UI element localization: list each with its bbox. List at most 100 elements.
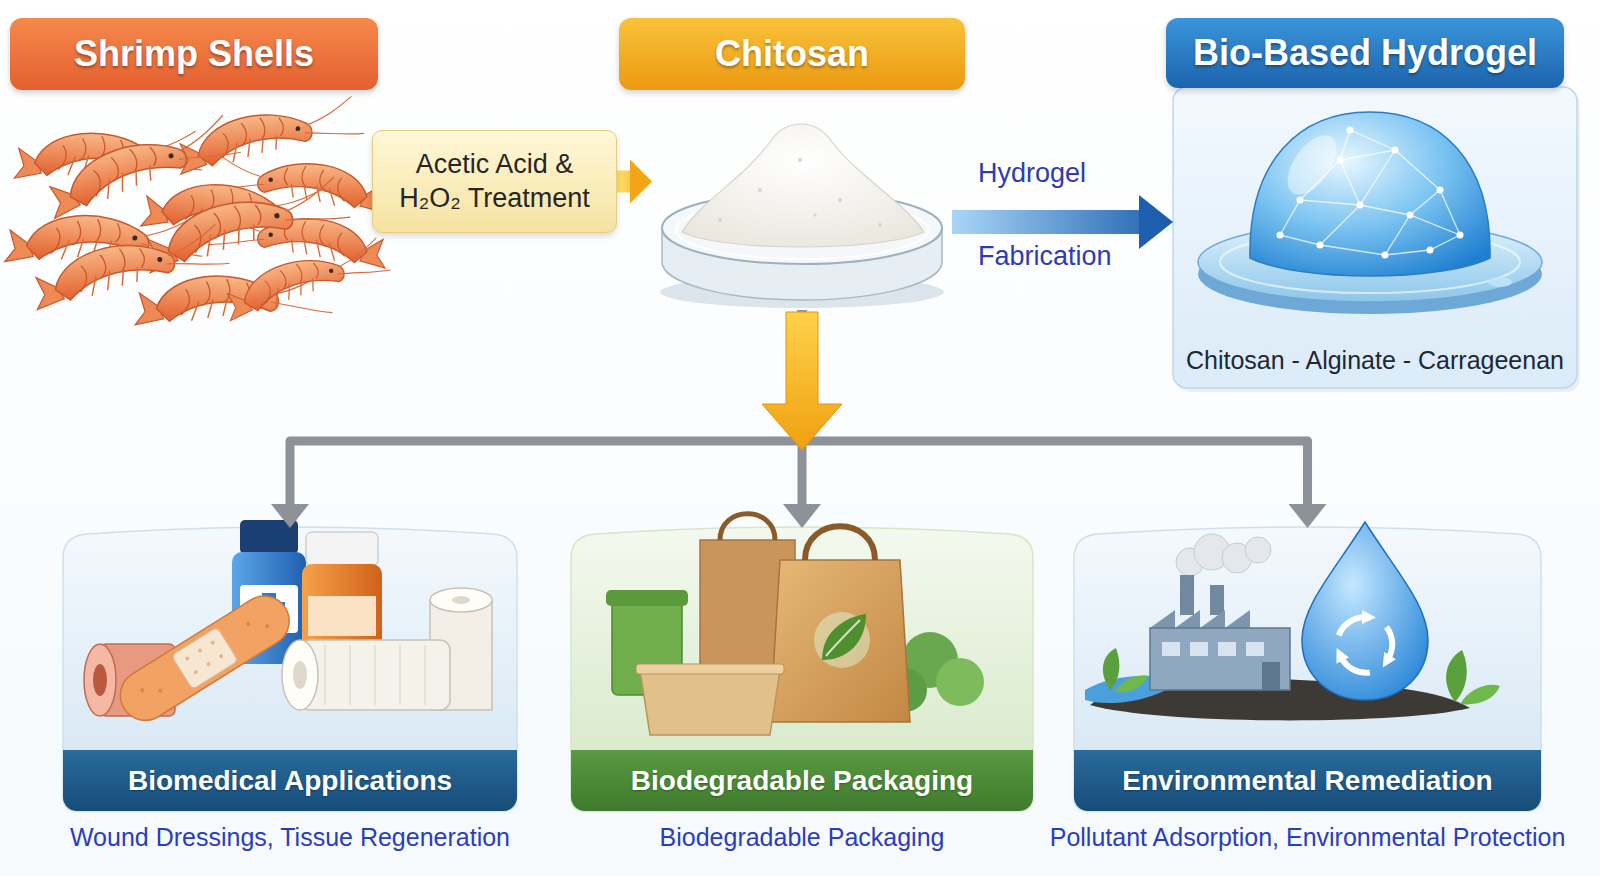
packaging-icons — [814, 612, 870, 668]
medical-supplies — [93, 664, 107, 696]
application-panel-ground — [63, 527, 517, 811]
node-heading: Shrimp Shells — [74, 33, 314, 75]
medical-supplies — [300, 640, 450, 710]
environment-icons — [1210, 585, 1224, 615]
tab-text-shape: Shrimp Shells — [10, 18, 378, 90]
medical-supplies — [139, 687, 145, 693]
medical-supplies — [171, 627, 238, 690]
petri-dish — [798, 158, 802, 162]
environment-icons — [1460, 685, 1500, 705]
hydrogel-panel-ground — [1173, 87, 1577, 388]
application-panel: Biomedical ApplicationsWound Dressings, … — [63, 528, 517, 811]
application-panel-ground — [571, 527, 1033, 811]
medical-supplies — [84, 644, 116, 716]
environment-icons — [1302, 522, 1428, 700]
medical-supplies — [293, 661, 307, 689]
medical-supplies — [185, 656, 191, 662]
packaging-icons — [606, 514, 984, 735]
environment-icons — [1180, 575, 1194, 615]
banner-text-shape: Biomedical Applications — [63, 750, 517, 811]
packaging-icons — [805, 526, 875, 560]
petri-dish — [758, 188, 762, 192]
environment-icons — [1162, 642, 1180, 656]
node-heading: Chitosan — [715, 33, 869, 75]
banner-text-shape: Biodegradable Packaging — [571, 750, 1033, 811]
hydrogel-panel: Bio-Based HydrogelChitosan - Alginate - … — [1173, 18, 1577, 388]
hydrogel-dome — [1278, 127, 1346, 203]
node-subtext: Chitosan - Alginate - Carrageenan — [1186, 346, 1564, 375]
node-heading: Environmental Remediation — [1122, 765, 1492, 797]
medical-supplies — [430, 588, 492, 612]
petri-dish — [878, 223, 882, 227]
packaging-icons — [720, 514, 775, 540]
node-heading: Biomedical Applications — [128, 765, 452, 797]
medical-supplies — [210, 640, 216, 646]
packaging-icons — [826, 620, 860, 656]
packaging-icons — [606, 590, 688, 606]
node-heading: Biodegradable Packaging — [631, 765, 973, 797]
medical-supplies — [306, 532, 378, 566]
environment-icons — [1446, 650, 1467, 702]
tab-text-shape: Bio-Based Hydrogel — [1166, 18, 1564, 88]
packaging-icons — [636, 664, 784, 674]
sub-text-shape: Pollutant Adsorption, Environmental Prot… — [1050, 823, 1566, 852]
environment-icons — [1339, 617, 1366, 635]
environment-icons — [1103, 648, 1119, 690]
environment-icons — [1341, 657, 1370, 673]
hydrogel-dome — [1407, 212, 1414, 219]
process-box: Acetic Acid & H₂O₂ Treatment — [372, 130, 617, 233]
packaging-icons — [770, 560, 910, 722]
hydrogel-dome — [1277, 232, 1284, 239]
petri-dish — [718, 218, 722, 222]
material-column: Chitosan — [652, 18, 952, 310]
medical-supplies — [185, 640, 224, 675]
flow-arrow — [290, 310, 802, 504]
petri-dish — [660, 124, 944, 308]
node-subtext: Pollutant Adsorption, Environmental Prot… — [1050, 823, 1566, 851]
edge-label: Hydrogel Fabrication — [978, 158, 1112, 271]
medical-supplies — [218, 653, 224, 659]
medical-supplies — [245, 621, 251, 627]
hydrogel-dome — [1392, 147, 1399, 154]
petri-dish — [682, 124, 924, 247]
hydrogel-dome — [1357, 202, 1364, 209]
flow-arrow — [617, 171, 630, 193]
sub-text-shape: Wound Dressings, Tissue Regeneration — [70, 823, 510, 852]
node-heading: Acetic Acid & H₂O₂ Treatment — [385, 148, 604, 216]
flow-arrow — [802, 310, 1308, 504]
hydrogel-dome — [1317, 242, 1324, 249]
environment-icons — [1150, 628, 1290, 690]
flow-arrow — [952, 210, 1139, 234]
hydrogel-dome — [1250, 112, 1490, 276]
caption-text-shape: Chitosan - Alginate - Carrageenan — [1173, 340, 1577, 380]
hydrogel-dome — [1347, 127, 1354, 134]
hydrogel-dome — [1198, 112, 1542, 314]
medical-supplies — [452, 596, 470, 604]
medical-supplies — [139, 613, 270, 703]
box-text-shape: Acetic Acid & H₂O₂ Treatment — [372, 130, 617, 233]
sub-text-shape: Biodegradable Packaging — [660, 823, 945, 852]
node-subtext: Biodegradable Packaging — [660, 823, 945, 851]
medical-supplies — [206, 661, 212, 667]
hydrogel-dome — [1297, 197, 1304, 204]
environment-icons — [1150, 610, 1250, 628]
hydrogel-dome — [1457, 232, 1464, 239]
environment-icons — [1386, 627, 1392, 659]
packaging-icons — [936, 658, 984, 706]
shrimp-pile — [221, 236, 395, 320]
environment-icons — [1114, 676, 1148, 693]
hydrogel-dome — [1488, 277, 1512, 287]
medical-supplies — [111, 587, 299, 730]
medical-supplies — [282, 640, 318, 710]
down-arrow — [762, 312, 842, 450]
environment-icons — [1339, 617, 1393, 673]
environment-icons — [1162, 642, 1264, 656]
application-panel: Environmental RemediationPollutant Adsor… — [1074, 528, 1541, 811]
medical-supplies — [157, 688, 163, 694]
petri-dish — [838, 198, 842, 202]
node-subtext: Wound Dressings, Tissue Regeneration — [70, 823, 510, 851]
hydrogel-panel-ground — [1173, 87, 1580, 392]
